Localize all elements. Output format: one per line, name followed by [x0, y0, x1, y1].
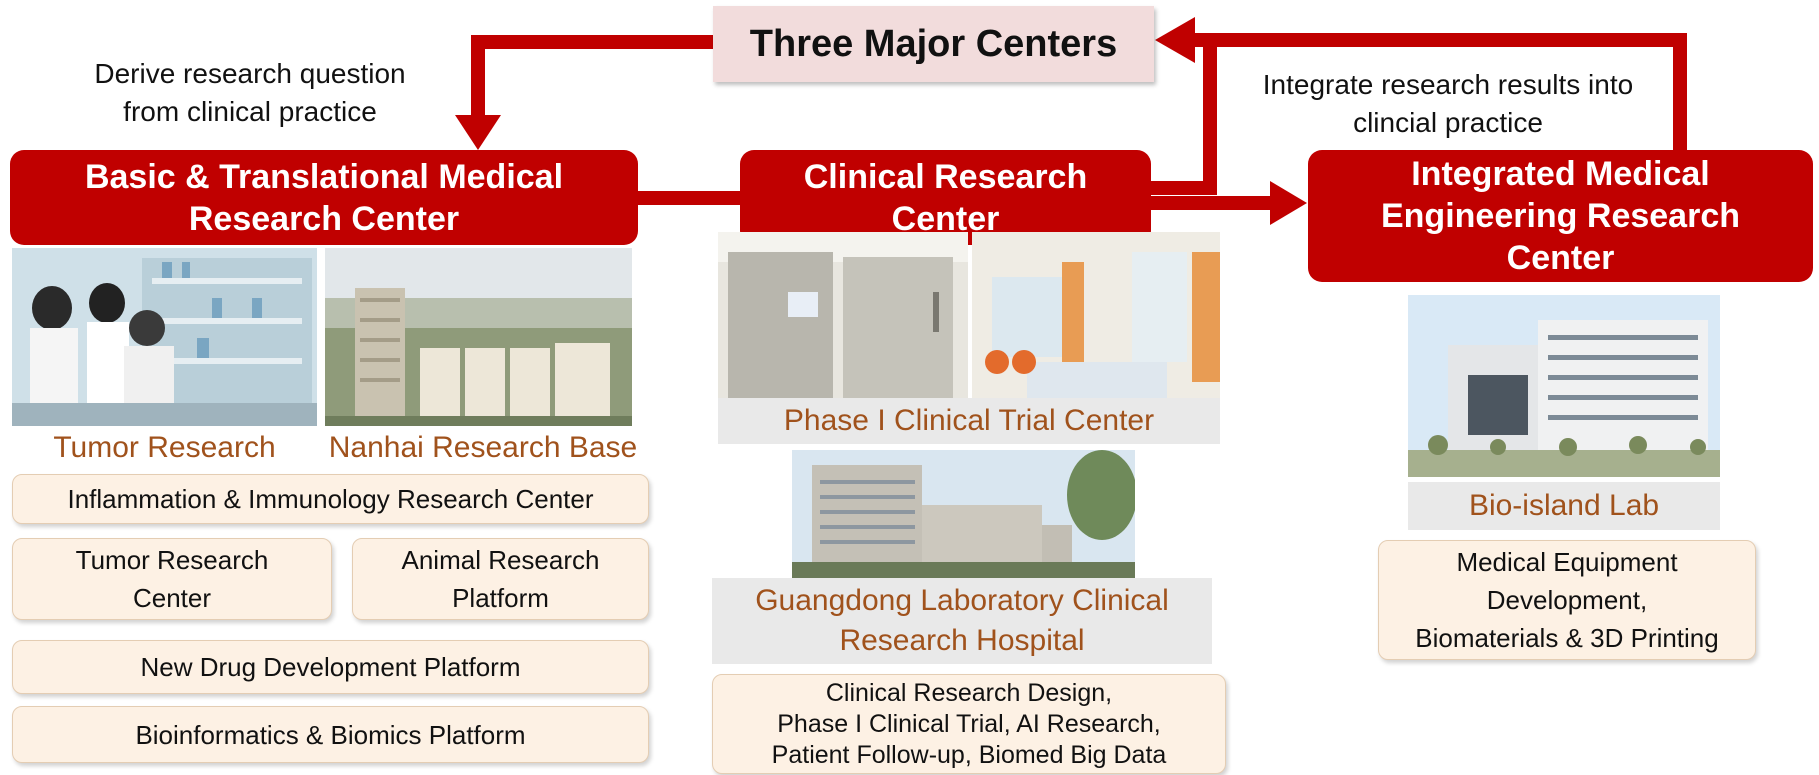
arrow-clinical-up [1150, 33, 1217, 195]
tumor-research-lab-photo [12, 248, 317, 426]
platform-line: Platform [452, 583, 549, 613]
center-label-line: Basic & Translational Medical [84, 157, 564, 196]
phase1-equipment-photo [718, 232, 968, 420]
arrow-engineering-to-title [1195, 33, 1687, 155]
engineering-details-card: Medical Equipment Development, Biomateri… [1378, 540, 1756, 660]
platform-new-drug: New Drug Development Platform [12, 640, 649, 694]
platform-line: Animal Research [401, 545, 600, 575]
detail-line: Phase I Clinical Trial, AI Research, [777, 709, 1161, 738]
detail-line: Medical Equipment [1456, 547, 1678, 577]
arrowhead-down-icon [455, 115, 501, 150]
caption-line: Guangdong Laboratory Clinical [755, 584, 1169, 617]
platform-bioinformatics: Bioinformatics & Biomics Platform [12, 706, 649, 763]
center-label-line: Center [1506, 239, 1615, 277]
caption-line: Research Hospital [839, 624, 1085, 657]
center-label-line: Center [891, 199, 1000, 238]
center-label-line: Research Center [188, 199, 460, 238]
basic-translational-center: Basic & Translational Medical Research C… [10, 150, 638, 245]
caption-phase1-center: Phase I Clinical Trial Center [718, 398, 1220, 444]
detail-line: Clinical Research Design, [825, 678, 1113, 707]
platform-animal: Animal Research Platform [352, 538, 649, 620]
note-integrate-results: Integrate research results into clincial… [1228, 66, 1668, 142]
integrated-engineering-center: Integrated Medical Engineering Research … [1308, 150, 1813, 282]
bio-island-lab-photo [1408, 295, 1720, 477]
arrowhead-left-icon [1155, 17, 1195, 63]
detail-line: Development, [1486, 585, 1648, 615]
guangdong-hospital-photo [792, 450, 1135, 578]
arrow-title-to-basic [471, 35, 713, 118]
note-line: from clinical practice [123, 96, 377, 127]
clinical-research-center: Clinical Research Center [740, 150, 1151, 245]
platform-inflammation: Inflammation & Immunology Research Cente… [12, 474, 649, 524]
platform-line: Center [132, 583, 212, 613]
center-label-line: Engineering Research [1380, 197, 1740, 235]
note-line: Derive research question [94, 58, 406, 89]
caption-tumor-research: Tumor Research [53, 431, 276, 464]
note-line: Integrate research results into [1262, 69, 1634, 100]
center-label-line: Integrated Medical [1411, 155, 1710, 193]
caption-bio-island-lab: Bio-island Lab [1408, 482, 1720, 530]
caption-nanhai-base: Nanhai Research Base [328, 431, 638, 464]
phase1-ward-photo [972, 232, 1220, 420]
platform-line: Tumor Research [75, 545, 269, 575]
detail-line: Biomaterials & 3D Printing [1415, 623, 1719, 653]
note-derive-question: Derive research question from clinical p… [60, 55, 440, 131]
detail-line: Patient Follow-up, Biomed Big Data [771, 740, 1167, 769]
platform-tumor-center: Tumor Research Center [12, 538, 332, 620]
nanhai-base-photo [325, 248, 632, 426]
diagram-title: Three Major Centers [713, 6, 1154, 82]
caption-guangdong-hospital: Guangdong Laboratory Clinical Research H… [712, 578, 1212, 664]
clinical-details-card: Clinical Research Design, Phase I Clinic… [712, 674, 1226, 774]
center-label-line: Clinical Research [803, 157, 1088, 196]
arrowhead-right-icon [1270, 181, 1307, 225]
note-line: clincial practice [1353, 107, 1543, 138]
